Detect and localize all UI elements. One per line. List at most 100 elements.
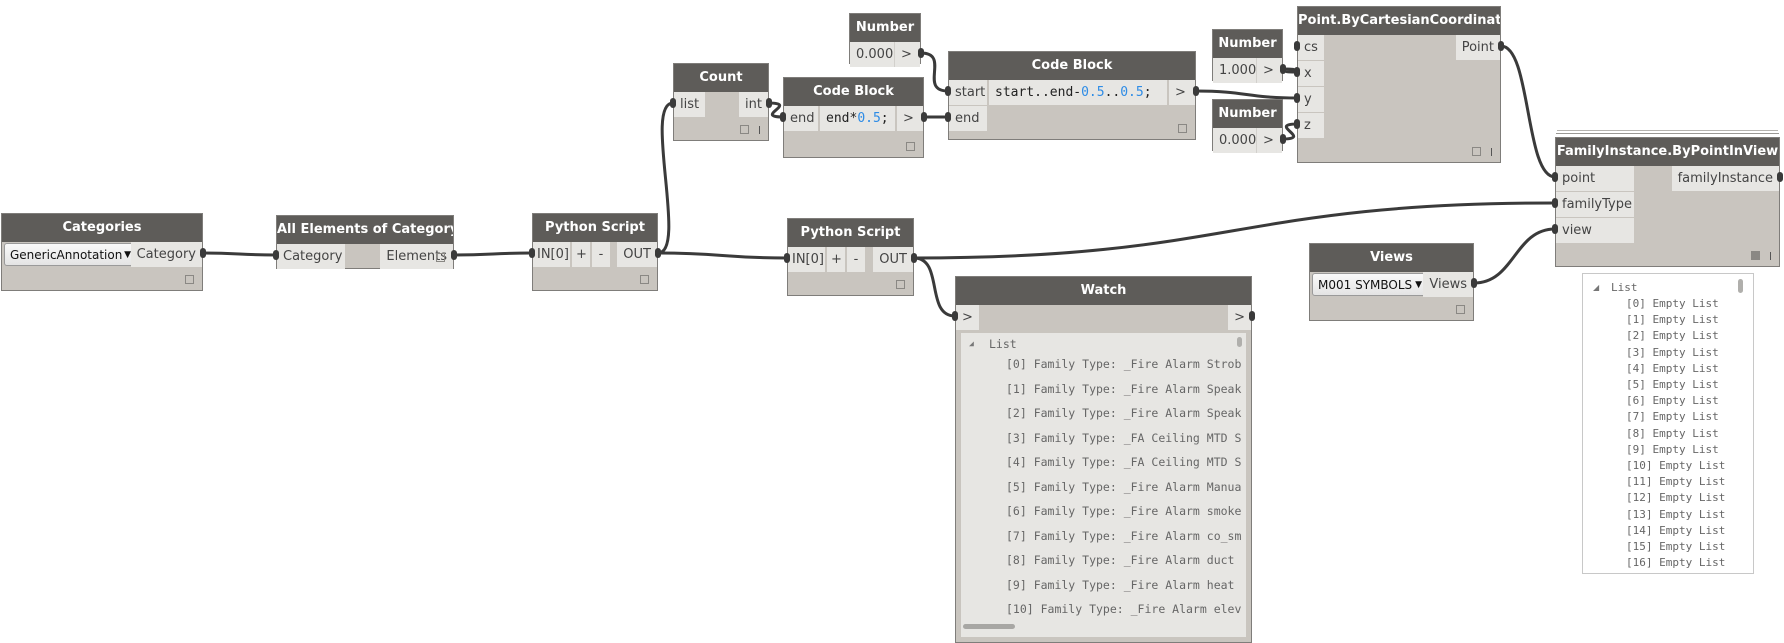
family-instance-preview[interactable]: ◢List[0] Empty List[1] Empty List[2] Emp… <box>1582 273 1754 574</box>
port-connector-icon[interactable] <box>952 311 958 321</box>
port-connector-icon[interactable] <box>1280 134 1286 144</box>
collapse-triangle-icon[interactable]: ◢ <box>1593 283 1600 292</box>
number-value-input[interactable]: 1.000 <box>1213 58 1256 83</box>
port-connector-icon[interactable] <box>273 250 279 260</box>
output-port[interactable]: > <box>1228 305 1251 330</box>
dropdown[interactable]: GenericAnnotation▼ <box>4 243 138 266</box>
code-editor[interactable]: start..end-0.5..0.5; <box>989 80 1167 105</box>
wire-all_elements-to-python1[interactable] <box>453 251 533 257</box>
wire-python2-to-watch[interactable] <box>913 256 956 318</box>
port-connector-icon[interactable] <box>1193 86 1199 96</box>
port-connector-icon[interactable] <box>1552 198 1558 208</box>
add-input-button[interactable]: + <box>572 242 590 267</box>
horizontal-scrollbar[interactable] <box>963 624 1015 629</box>
output-port[interactable]: Point <box>1455 35 1500 60</box>
input-port[interactable]: view <box>1556 218 1634 243</box>
wire-views-to-family[interactable] <box>1473 227 1556 285</box>
node-title[interactable]: FamilyInstance.ByPointInView <box>1556 138 1779 166</box>
port-connector-icon[interactable] <box>1249 311 1255 321</box>
input-port[interactable]: end <box>949 106 987 131</box>
input-port[interactable]: > <box>956 305 979 330</box>
output-port[interactable]: OUT <box>617 242 657 267</box>
node-title[interactable]: Code Block <box>784 78 923 106</box>
port-connector-icon[interactable] <box>945 86 951 96</box>
output-port[interactable]: > <box>1169 80 1195 105</box>
node-watch[interactable]: Watch> > ◢List[0] Family Type: _Fire Alarm… <box>955 276 1252 643</box>
input-port[interactable]: familyType <box>1556 192 1634 217</box>
output-port[interactable]: Views <box>1423 272 1473 297</box>
port-connector-icon[interactable] <box>1471 278 1477 288</box>
port-connector-icon[interactable] <box>921 112 927 122</box>
node-title[interactable]: Count <box>674 64 768 92</box>
preview-toggle-icon[interactable] <box>185 275 194 284</box>
wire-point-to-family[interactable] <box>1500 44 1556 179</box>
number-value-input[interactable]: 0.000 <box>850 42 894 67</box>
wire-python1-to-python2[interactable] <box>657 251 788 260</box>
output-port[interactable]: > <box>1256 58 1282 83</box>
input-port[interactable]: x <box>1298 61 1324 86</box>
port-connector-icon[interactable] <box>766 98 772 108</box>
add-input-button[interactable]: + <box>827 247 845 272</box>
port-connector-icon[interactable] <box>1294 41 1300 51</box>
input-port[interactable]: point <box>1556 166 1634 191</box>
port-connector-icon[interactable] <box>529 248 535 258</box>
node-title[interactable]: Point.ByCartesianCoordinates <box>1298 7 1500 35</box>
wire-code2-to-point[interactable] <box>1195 89 1298 100</box>
collapse-triangle-icon[interactable]: ◢ <box>969 339 974 348</box>
output-port[interactable]: Category <box>130 242 202 267</box>
node-title[interactable]: Number <box>1213 30 1282 58</box>
port-connector-icon[interactable] <box>1294 119 1300 129</box>
preview-toggle-icon[interactable] <box>896 280 905 289</box>
node-title[interactable]: Python Script <box>788 219 913 247</box>
input-port[interactable]: z <box>1298 113 1324 138</box>
node-title[interactable]: Python Script <box>533 214 657 242</box>
node-title[interactable]: Number <box>850 14 920 42</box>
output-port[interactable]: int <box>739 92 768 117</box>
vertical-scrollbar[interactable] <box>1237 337 1242 347</box>
input-port[interactable]: Category <box>277 244 345 269</box>
node-title[interactable]: Categories <box>2 214 202 242</box>
watch-output-list[interactable]: ◢List[0] Family Type: _Fire Alarm Strob[… <box>961 333 1246 637</box>
input-port[interactable]: y <box>1298 87 1324 112</box>
output-port[interactable]: familyInstance <box>1671 166 1779 191</box>
port-connector-icon[interactable] <box>918 48 924 58</box>
preview-toggle-icon[interactable] <box>1472 147 1481 156</box>
port-connector-icon[interactable] <box>1552 172 1558 182</box>
preview-toggle-icon[interactable] <box>640 275 649 284</box>
preview-toggle-icon[interactable] <box>1751 251 1760 260</box>
preview-toggle-icon[interactable] <box>906 142 915 151</box>
port-connector-icon[interactable] <box>911 253 917 263</box>
output-port[interactable]: Elements <box>380 244 453 269</box>
node-title[interactable]: Watch <box>956 277 1251 305</box>
node-title[interactable]: Code Block <box>949 52 1195 80</box>
wire-python1-to-count[interactable] <box>657 101 674 255</box>
port-connector-icon[interactable] <box>200 248 206 258</box>
port-connector-icon[interactable] <box>1280 64 1286 74</box>
input-port[interactable]: IN[0] <box>533 242 570 267</box>
port-connector-icon[interactable] <box>655 248 661 258</box>
port-connector-icon[interactable] <box>670 98 676 108</box>
port-connector-icon[interactable] <box>945 112 951 122</box>
port-connector-icon[interactable] <box>1498 41 1504 51</box>
input-port[interactable]: IN[0] <box>788 247 825 272</box>
vertical-scrollbar[interactable] <box>1738 279 1743 293</box>
output-port[interactable]: OUT <box>873 247 913 272</box>
number-value-input[interactable]: 0.000 <box>1213 128 1256 153</box>
code-editor[interactable]: end*0.5; <box>820 106 895 131</box>
node-title[interactable]: All Elements of Category <box>277 216 453 244</box>
port-connector-icon[interactable] <box>780 112 786 122</box>
input-port[interactable]: end <box>784 106 818 131</box>
output-port[interactable]: > <box>894 42 920 67</box>
output-port[interactable]: > <box>897 106 923 131</box>
input-port[interactable]: list <box>674 92 706 117</box>
